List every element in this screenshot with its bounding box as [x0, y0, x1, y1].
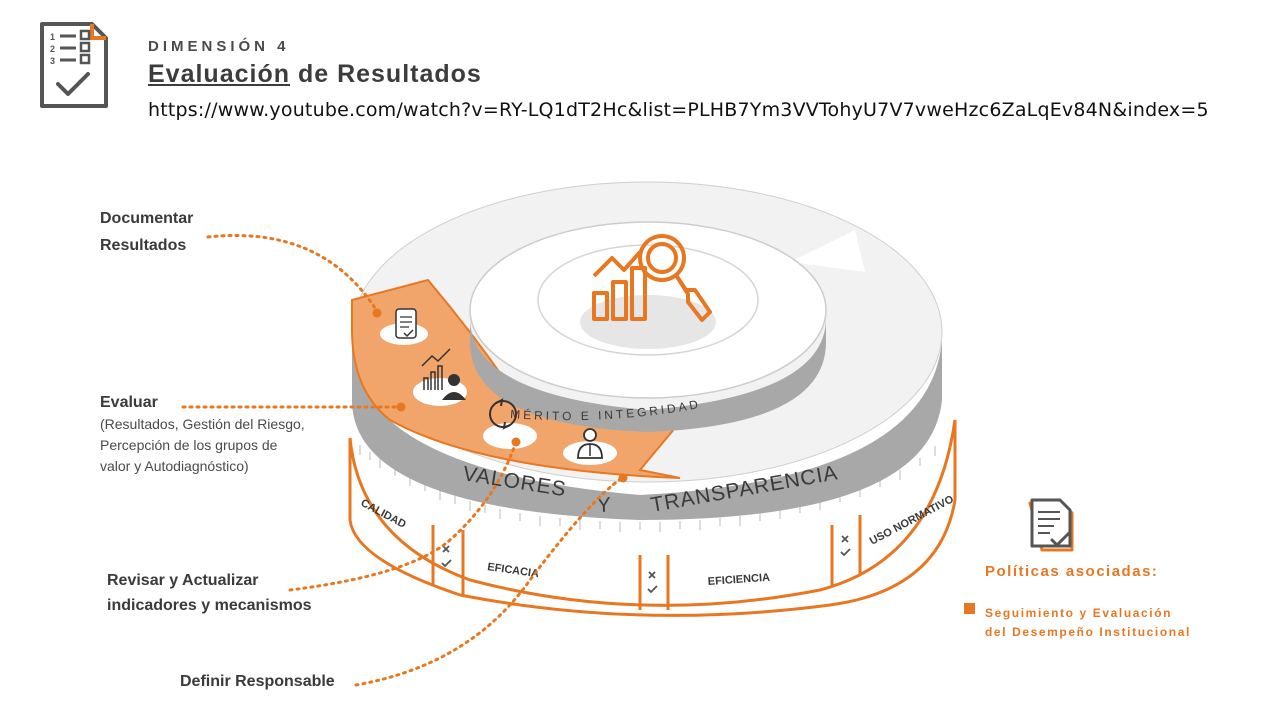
inner-disc-side [470, 318, 826, 432]
person-icon [563, 428, 617, 465]
process-band [351, 278, 682, 479]
ruler-marks [441, 535, 851, 594]
document-check-icon [380, 308, 428, 345]
dimension-label: DIMENSIÓN 4 [148, 38, 290, 55]
documentar-label: Documentar Resultados [100, 205, 193, 259]
svg-text:1: 1 [50, 32, 55, 42]
documentar-line-1: Documentar [100, 210, 194, 227]
video-link[interactable]: https://www.youtube.com/watch?v=RY-LQ1dT… [148, 99, 1209, 121]
evaluar-sub-2: Percepción de los grupos de [100, 437, 278, 453]
evaluar-label: Evaluar [100, 394, 158, 411]
documentar-line-2: Resultados [100, 237, 187, 254]
y-label: Y [596, 494, 611, 517]
title-rest: de Resultados [290, 60, 482, 88]
cycle-icon [483, 398, 537, 449]
politicas-title: Políticas asociadas: [985, 563, 1159, 580]
politicas-item-line-1: Seguimiento y Evaluación [985, 606, 1173, 620]
definir-label: Definir Responsable [180, 673, 335, 690]
politicas-item: Seguimiento y Evaluación del Desempeño I… [985, 604, 1191, 642]
revisar-line-2: indicadores y mecanismos [107, 597, 312, 614]
politicas-item-line-2: del Desempeño Institucional [985, 625, 1191, 639]
ruler-eficiencia: EFICIENCIA [707, 572, 770, 588]
policy-document-icon [1028, 498, 1074, 552]
big-disc-side [352, 340, 942, 520]
revisar-line-1: Revisar y Actualizar [107, 572, 259, 589]
evaluar-block: Evaluar (Resultados, Gestión del Riesgo,… [100, 392, 305, 477]
revisar-label: Revisar y Actualizar indicadores y mecan… [107, 568, 312, 618]
evaluar-sub-3: valor y Autodiagnóstico) [100, 458, 249, 474]
page-title: Evaluación de Resultados [148, 60, 482, 89]
svg-text:2: 2 [50, 44, 55, 54]
checklist-icon: 1 2 3 [40, 22, 108, 108]
ruler-band [348, 419, 957, 617]
ruler-ticks [359, 445, 936, 532]
evaluar-sub-1: (Resultados, Gestión del Riesgo, [100, 416, 305, 432]
svg-text:3: 3 [50, 56, 55, 66]
politicas-bullet [964, 603, 975, 614]
analyst-chart-icon [413, 348, 467, 406]
chart-magnifier-icon [592, 234, 712, 322]
title-underlined: Evaluación [148, 60, 290, 88]
